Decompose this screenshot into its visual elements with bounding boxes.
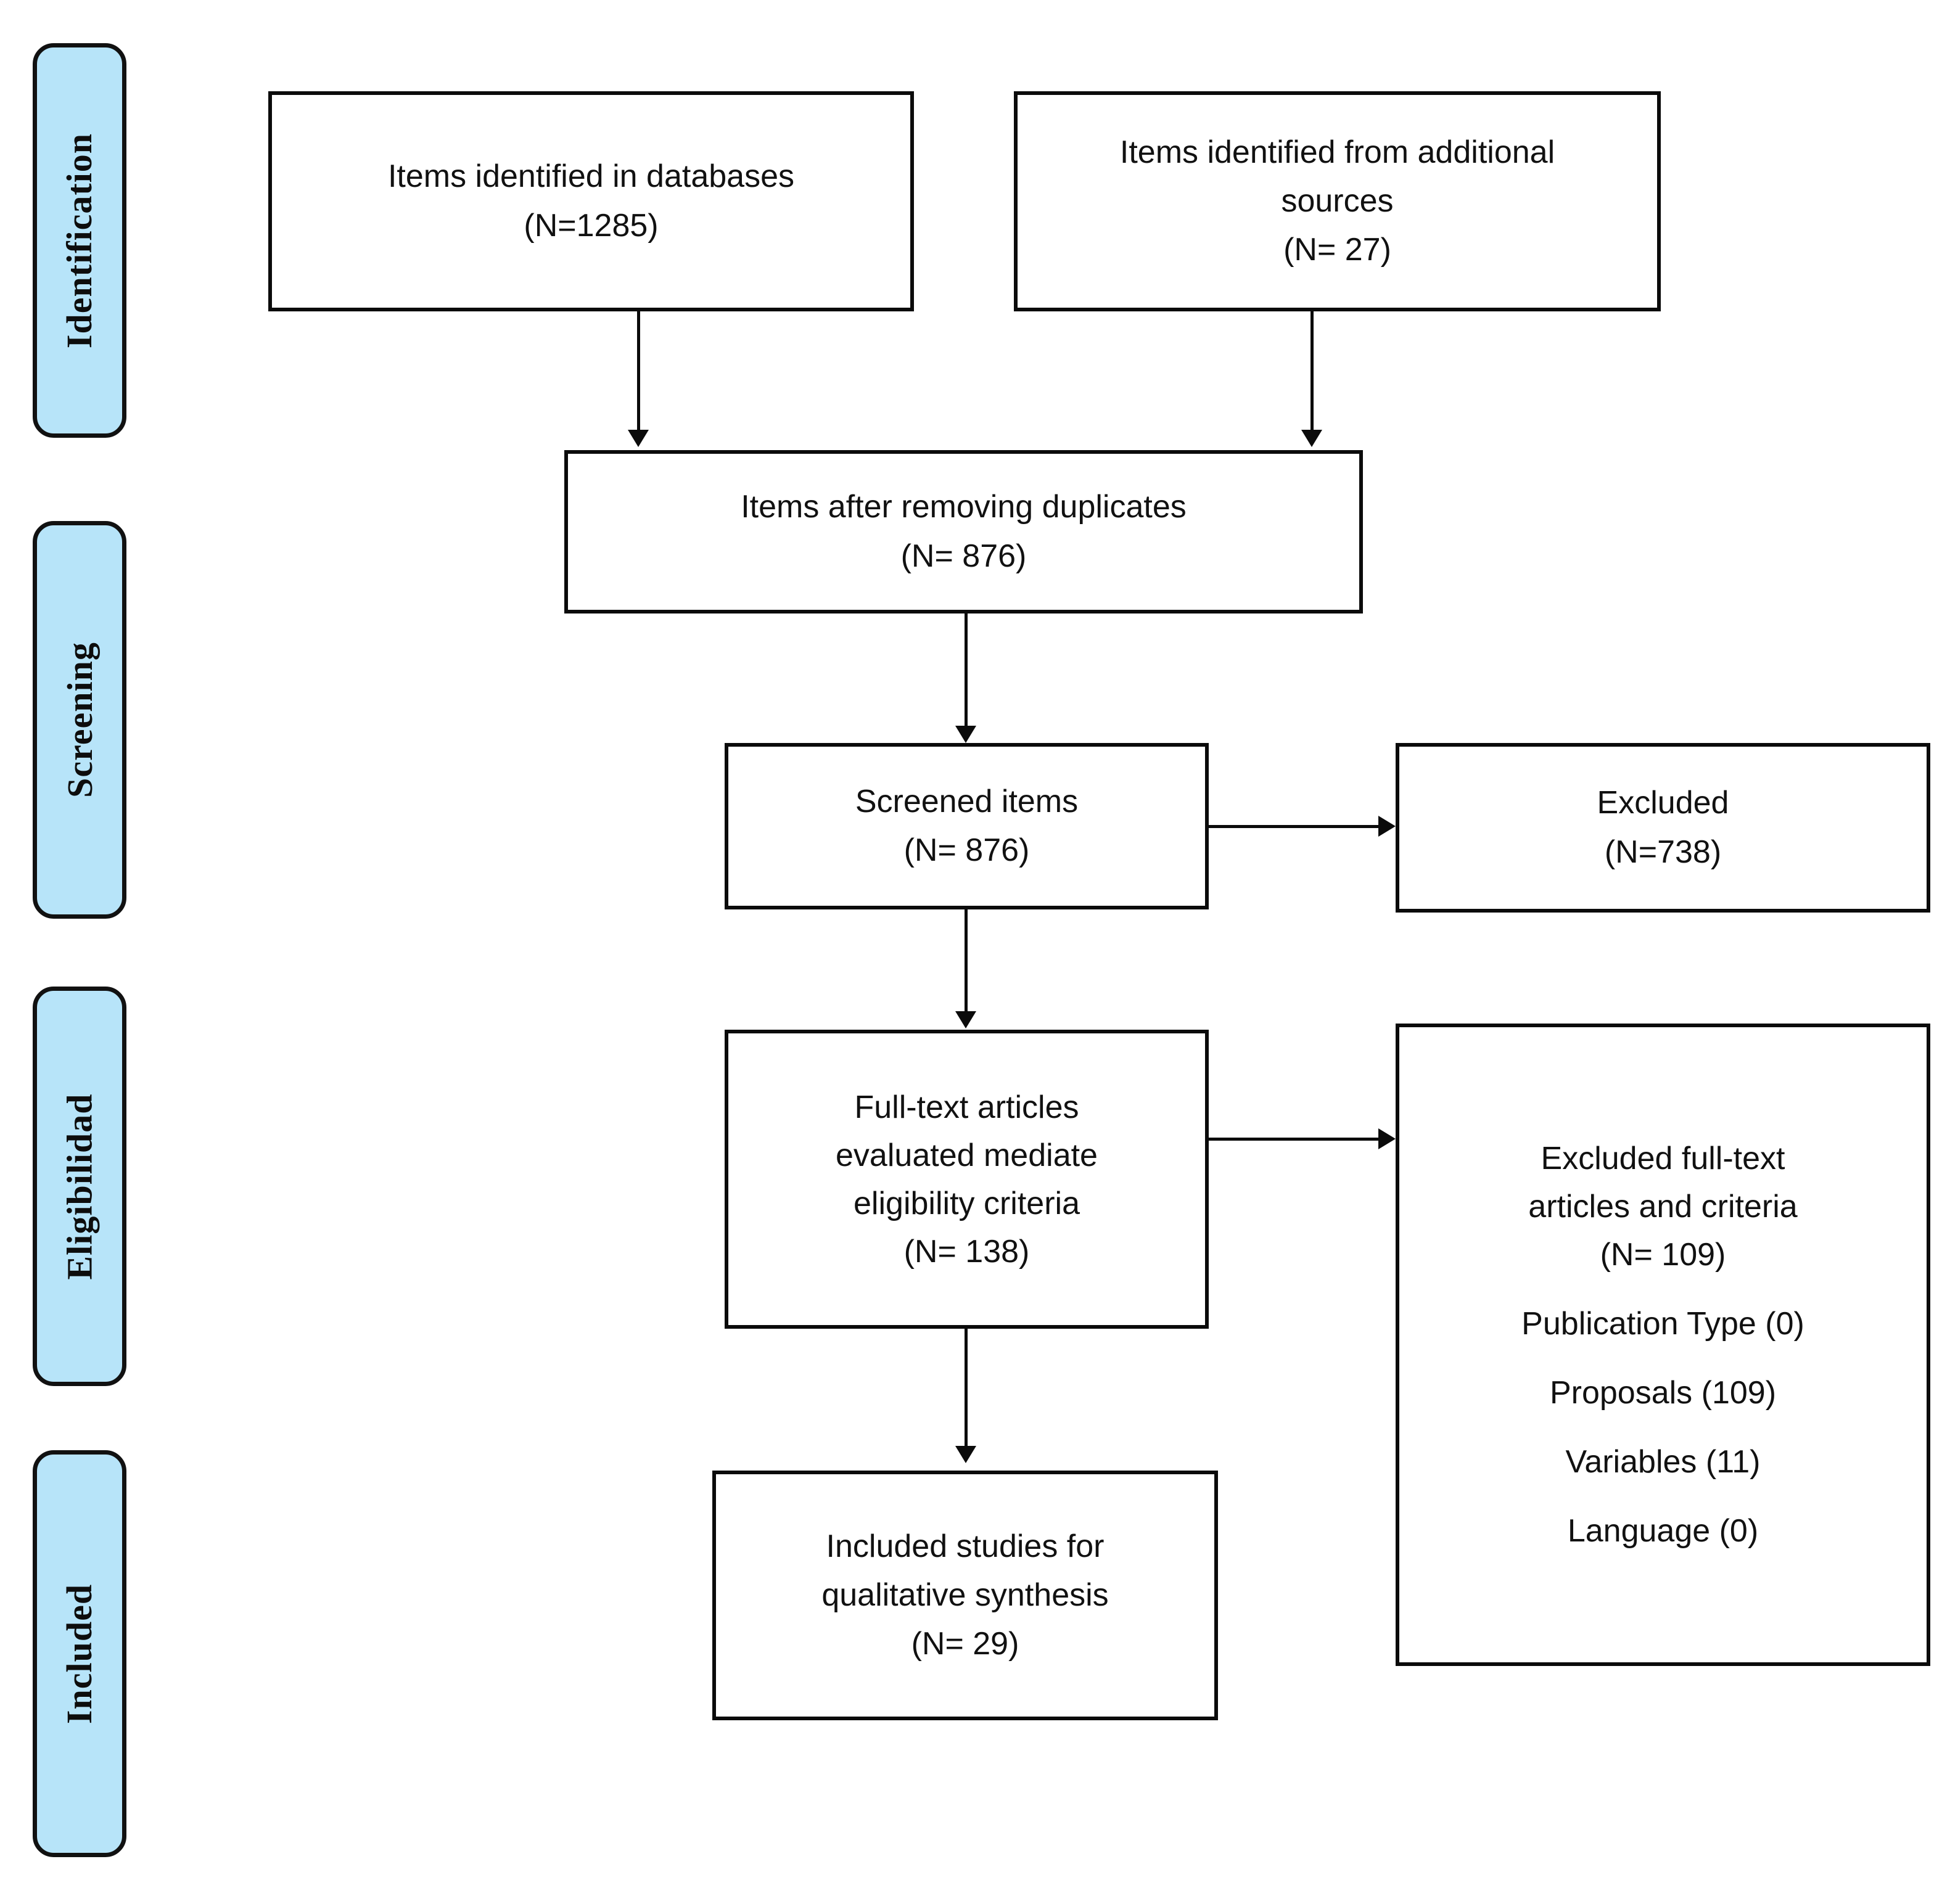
connector-additional-to-duplicates <box>1310 311 1314 430</box>
stage-label-included: Included <box>59 1583 100 1724</box>
box-line-spacer <box>1410 1486 1915 1507</box>
connector-duplicates-to-screened <box>965 613 968 726</box>
box-line: (N= 27) <box>1283 232 1391 268</box>
stage-pill-screening: Screening <box>33 521 126 919</box>
box-line: Items identified in databases <box>387 158 795 195</box>
box-line: (N= 29) <box>911 1626 1019 1662</box>
box-line: (N=1285) <box>524 207 659 244</box>
arrow-fulltext-to-included <box>955 1446 976 1463</box>
stage-pill-eligibility: Eligibilidad <box>33 987 126 1386</box>
box-line-spacer <box>1410 1417 1915 1438</box>
box-line: articles and criteria <box>1528 1189 1798 1225</box>
box-line: qualitative synthesis <box>821 1577 1109 1613</box>
box-line: eligibility criteria <box>854 1185 1080 1221</box>
box-screened-items: Screened items (N= 876) <box>725 743 1209 909</box>
box-fulltext-excluded: Excluded full-text articles and criteria… <box>1396 1024 1930 1666</box>
box-line: Language (0) <box>1567 1513 1759 1549</box>
box-excluded-screening: Excluded (N=738) <box>1396 743 1930 913</box>
box-line: Variables (11) <box>1565 1444 1761 1480</box>
box-line: Excluded <box>1597 785 1729 821</box>
box-included-studies: Included studies for qualitative synthes… <box>712 1471 1218 1720</box>
arrow-duplicates-to-screened <box>955 726 976 743</box>
arrow-additional-to-duplicates <box>1301 430 1322 447</box>
box-line: sources <box>1281 183 1394 219</box>
box-line: Items after removing duplicates <box>741 489 1187 525</box>
stage-label-identification: Identification <box>59 133 100 348</box>
connector-fulltext-to-excluded <box>1209 1138 1378 1141</box>
box-identified-databases: Items identified in databases (N=1285) <box>268 91 914 311</box>
connector-screened-to-excluded <box>1209 825 1378 828</box>
box-line: (N=738) <box>1604 834 1722 870</box>
arrow-fulltext-to-excluded <box>1378 1128 1396 1149</box>
box-line: Screened items <box>855 783 1079 819</box>
box-line-spacer <box>1410 1279 1915 1300</box>
arrow-screened-to-excluded <box>1378 816 1396 837</box>
box-fulltext-assessed: Full-text articles evaluated mediate eli… <box>725 1030 1209 1329</box>
box-line: (N= 109) <box>1600 1237 1726 1273</box>
box-line-spacer <box>1410 1348 1915 1369</box>
box-line: (N= 876) <box>900 538 1027 574</box>
arrow-databases-to-duplicates <box>628 430 649 447</box>
connector-screened-to-fulltext <box>965 909 968 1011</box>
stage-pill-identification: Identification <box>33 43 126 438</box>
box-after-duplicates: Items after removing duplicates (N= 876) <box>564 450 1363 613</box>
arrow-screened-to-fulltext <box>955 1011 976 1028</box>
box-line: Excluded full-text <box>1541 1141 1785 1176</box>
box-line: (N= 876) <box>903 832 1030 868</box>
box-line: Proposals (109) <box>1549 1375 1777 1411</box>
box-identified-additional: Items identified from additional sources… <box>1014 91 1661 311</box>
stage-label-screening: Screening <box>59 642 100 798</box>
box-line: Full-text articles <box>854 1089 1079 1125</box>
box-line: (N= 138) <box>903 1233 1030 1270</box>
stage-pill-included: Included <box>33 1450 126 1857</box>
box-line: Items identified from additional <box>1119 134 1555 170</box>
box-line: Included studies for <box>826 1528 1105 1564</box>
box-line: Publication Type (0) <box>1521 1306 1804 1342</box>
connector-databases-to-duplicates <box>637 311 640 430</box>
connector-fulltext-to-included <box>965 1329 968 1446</box>
stage-label-eligibility: Eligibilidad <box>59 1093 100 1280</box>
box-line: evaluated mediate <box>836 1137 1098 1173</box>
